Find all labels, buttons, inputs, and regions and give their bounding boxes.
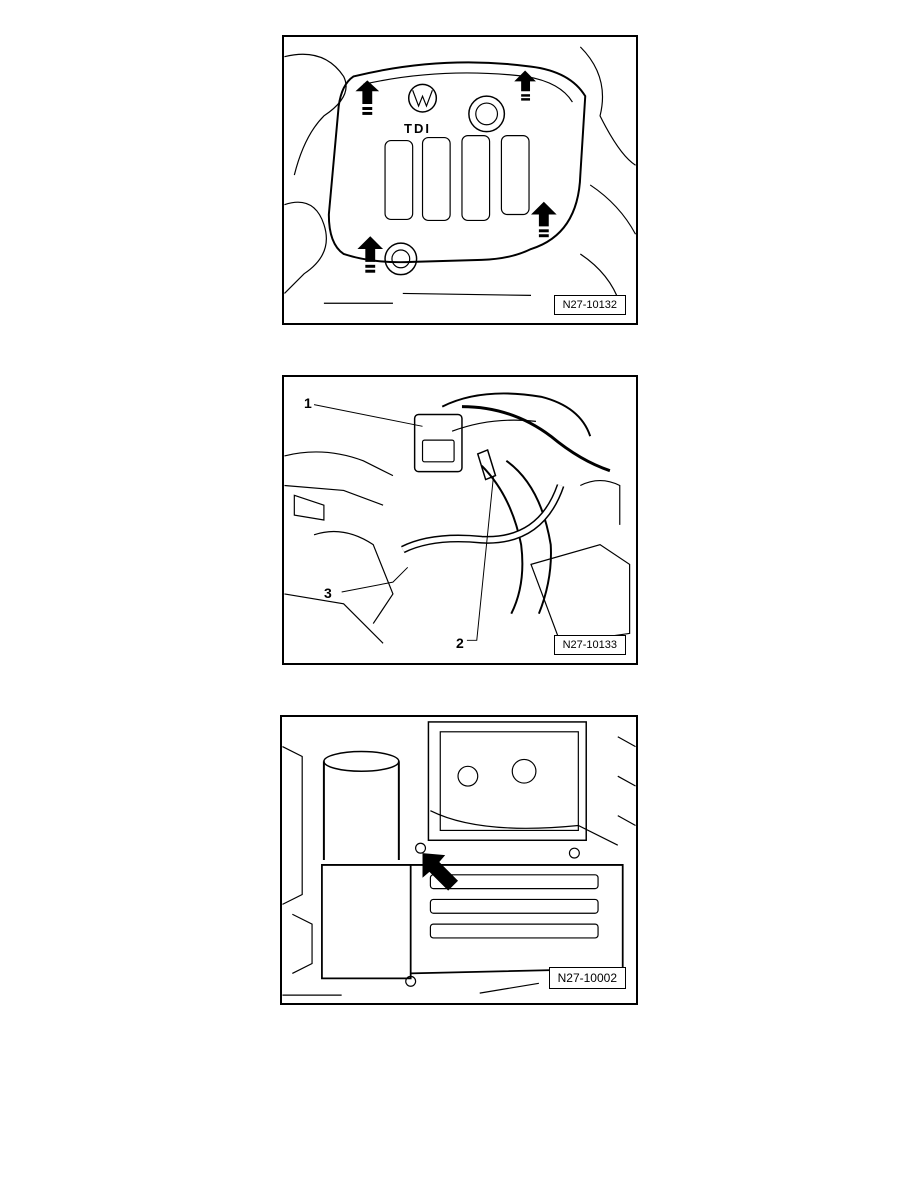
engine-cover-illustration <box>284 46 636 304</box>
figure-code: N27-10002 <box>548 967 626 989</box>
callout-3: 3 <box>324 585 332 601</box>
figure-code: N27-10133 <box>553 635 626 655</box>
hose-connector-illustration <box>284 392 631 644</box>
callout-1: 1 <box>304 395 312 411</box>
figure-hose-connector: 1 2 3 N27-10133 <box>282 375 638 665</box>
callout-2: 2 <box>456 635 464 651</box>
figure-code: N27-10132 <box>553 295 626 315</box>
figure-air-filter-housing: N27-10002 <box>280 715 638 1005</box>
figure-engine-cover: TDI N27-10132 <box>282 35 638 325</box>
air-filter-illustration <box>282 721 636 996</box>
cover-lettering: TDI <box>404 121 431 136</box>
